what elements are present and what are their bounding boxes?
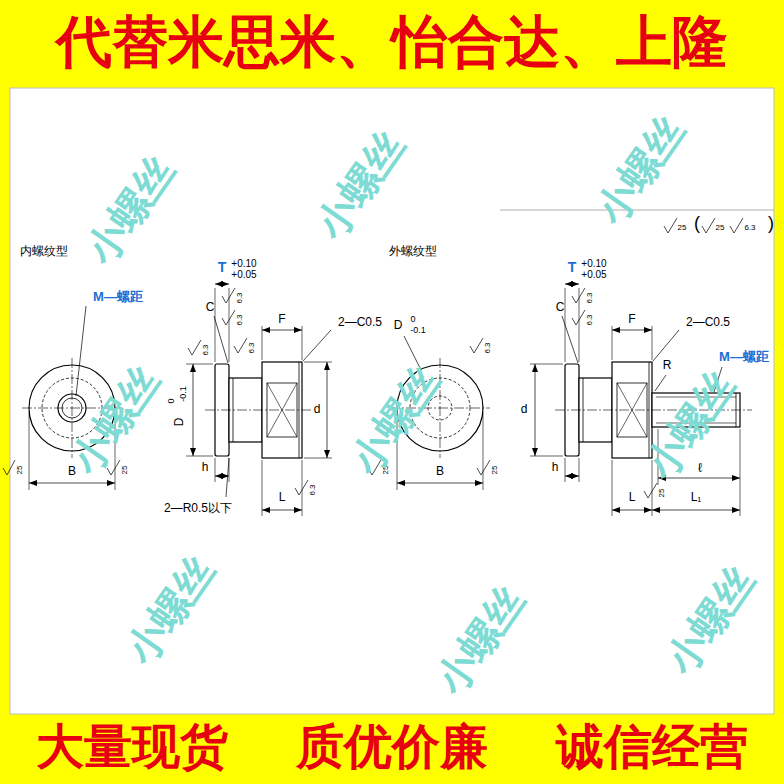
finish-value: 25 <box>16 466 25 475</box>
finish-value: 25 <box>121 466 130 475</box>
finish-value: 6.3 <box>236 314 245 325</box>
side-view-external <box>530 284 752 516</box>
radius-note: 2—R0.5以下 <box>164 502 232 515</box>
finish-value: 6.3 <box>309 484 318 495</box>
finish-value: 6.3 <box>248 342 257 353</box>
dimension-symbol: h <box>202 461 209 474</box>
tolerance: +0.10 <box>231 258 256 269</box>
dimension-symbol: C <box>556 301 565 314</box>
thread-callout: M—螺距 <box>719 350 769 364</box>
dimension-symbol: B <box>68 465 76 478</box>
dimension-symbol: F <box>278 313 285 326</box>
chamfer-note: 2—C0.5 <box>686 316 730 329</box>
tolerance: 0 <box>410 315 415 325</box>
finish-value: 25 <box>678 224 687 233</box>
tolerance: +0.05 <box>231 269 256 280</box>
dimension-symbol: h <box>552 461 559 474</box>
dimension-symbol: L <box>629 491 636 504</box>
tolerance: 0 <box>167 398 177 403</box>
view-title: 外螺纹型 <box>389 245 437 258</box>
tolerance: +0.10 <box>581 258 606 269</box>
finish-value: 6.3 <box>236 292 245 303</box>
finish-value: 25 <box>716 224 725 233</box>
view-title: 内螺纹型 <box>20 245 68 258</box>
side-view-internal <box>186 284 332 516</box>
banner-slogan: 质优价廉 <box>296 720 488 773</box>
dimension-symbol: R <box>663 359 672 372</box>
chamfer-note: 2—C0.5 <box>338 316 382 329</box>
banner-title: 代替米思米、怡合达、上隆 <box>56 11 728 73</box>
dimension-symbol: B <box>436 465 444 478</box>
dimension-symbol: T <box>218 260 227 275</box>
finish-value: 6.3 <box>484 342 493 353</box>
dimension-symbol: ℓ <box>698 461 702 475</box>
dimension-symbol: D <box>394 319 403 332</box>
finish-value: 6.3 <box>202 344 211 355</box>
tolerance: +0.05 <box>581 269 606 280</box>
banner-slogan: 大量现货 <box>36 720 228 773</box>
dimension-symbol: F <box>628 313 635 326</box>
finish-bracket: ( <box>694 214 700 234</box>
dimension-symbol: L <box>279 491 286 504</box>
dimension-symbol: C <box>206 301 215 314</box>
dimension-symbol: d <box>521 403 528 416</box>
dimension-symbol: T <box>568 260 577 275</box>
finish-value: 6.3 <box>586 292 595 303</box>
finish-value: 6.3 <box>586 314 595 325</box>
finish-bracket: ) <box>768 214 774 234</box>
banner-slogan: 诚信经营 <box>556 720 748 773</box>
dimension-symbol: D <box>173 418 186 427</box>
dimension-symbol: L₁ <box>691 491 702 504</box>
tolerance: -0.1 <box>410 326 426 336</box>
panel <box>10 88 774 714</box>
thread-callout: M—螺距 <box>93 290 143 304</box>
finish-value: 6.3 <box>744 224 755 233</box>
tolerance: -0.1 <box>179 386 189 402</box>
finish-value: 25 <box>658 489 667 498</box>
finish-value: 25 <box>491 466 500 475</box>
dimension-symbol: d <box>314 403 321 416</box>
